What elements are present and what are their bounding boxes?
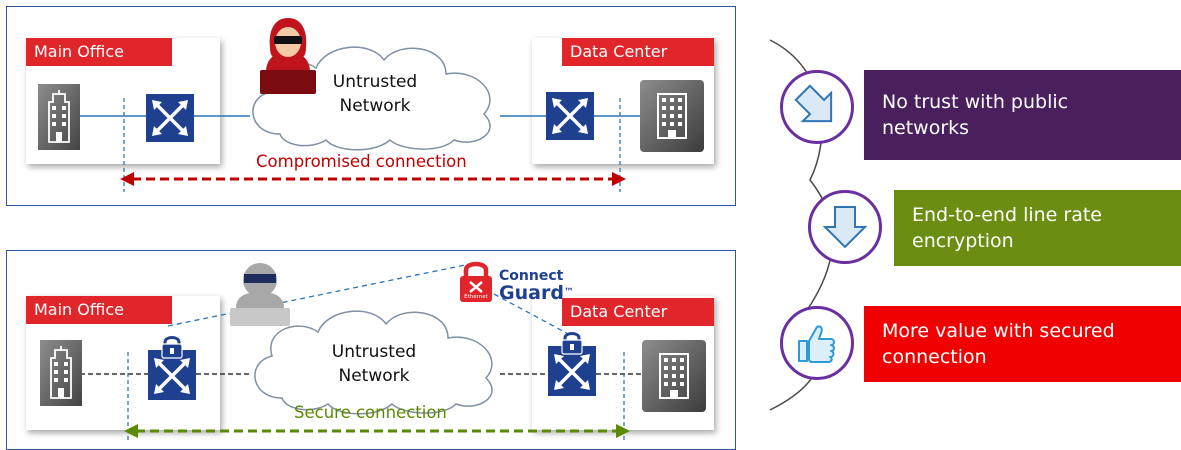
bottom-main-office-label: Main Office <box>26 296 172 324</box>
top-data-center-label: Data Center <box>562 38 714 66</box>
top-cloud-line2: Network <box>339 96 411 116</box>
bottom-data-center-secure-switch-icon <box>548 332 596 396</box>
secure-connection-arrow <box>124 424 630 438</box>
benefit-band-3: More value with secured connection <box>864 306 1181 382</box>
benefit-1-line1: No trust with public <box>882 91 1069 113</box>
benefit-3-badge <box>780 306 854 380</box>
benefit-3-line2: connection <box>882 346 987 368</box>
bottom-network-lines <box>80 263 650 442</box>
data-center-switch-icon <box>546 92 594 140</box>
connectguard-guard-text: Guard™ <box>499 282 574 304</box>
top-main-office-label: Main Office <box>26 38 172 66</box>
main-office-building-icon <box>38 84 80 150</box>
benefit-2-badge <box>808 190 882 264</box>
thumbs-up-icon <box>798 325 835 363</box>
connectguard-ethernet-text: Ethernet <box>464 294 488 300</box>
compromised-connection-arrow <box>120 172 626 186</box>
connectguard-tm: ™ <box>563 287 574 298</box>
blocked-hacker-icon <box>230 263 290 326</box>
benefit-2-line2: encryption <box>912 230 1014 252</box>
top-connection-label: Compromised connection <box>256 152 467 171</box>
bottom-main-office-secure-switch-icon <box>148 336 196 400</box>
connectguard-lock-icon <box>460 261 492 302</box>
benefit-band-1: No trust with public networks <box>864 70 1181 160</box>
bottom-connection-label: Secure connection <box>294 403 447 422</box>
benefit-band-2: End-to-end line rate encryption <box>894 190 1181 266</box>
connectguard-connect-text: Connect <box>499 268 564 284</box>
benefit-1-line2: networks <box>882 117 970 139</box>
main-office-switch-icon <box>146 94 194 142</box>
bottom-cloud-line2: Network <box>338 366 410 386</box>
top-cloud-line1: Untrusted <box>332 72 418 92</box>
benefit-1-badge <box>780 70 854 144</box>
bottom-cloud-label: Untrusted Network <box>318 340 430 388</box>
top-cloud-label: Untrusted Network <box>320 70 430 118</box>
arrow-down-right-icon <box>794 84 833 123</box>
data-center-building-icon <box>640 80 704 152</box>
bottom-data-center-label: Data Center <box>562 298 714 326</box>
bottom-untrusted-network-cloud <box>254 310 493 415</box>
connectguard-guard-word: Guard <box>499 282 564 304</box>
hacker-icon <box>260 18 316 94</box>
bottom-data-center-building-icon <box>642 340 706 412</box>
bottom-cloud-line1: Untrusted <box>331 342 417 362</box>
bottom-main-office-building-icon <box>40 340 82 406</box>
benefit-2-line1: End-to-end line rate <box>912 204 1102 226</box>
benefit-3-line1: More value with secured <box>882 320 1115 342</box>
arrow-down-icon <box>822 206 868 249</box>
